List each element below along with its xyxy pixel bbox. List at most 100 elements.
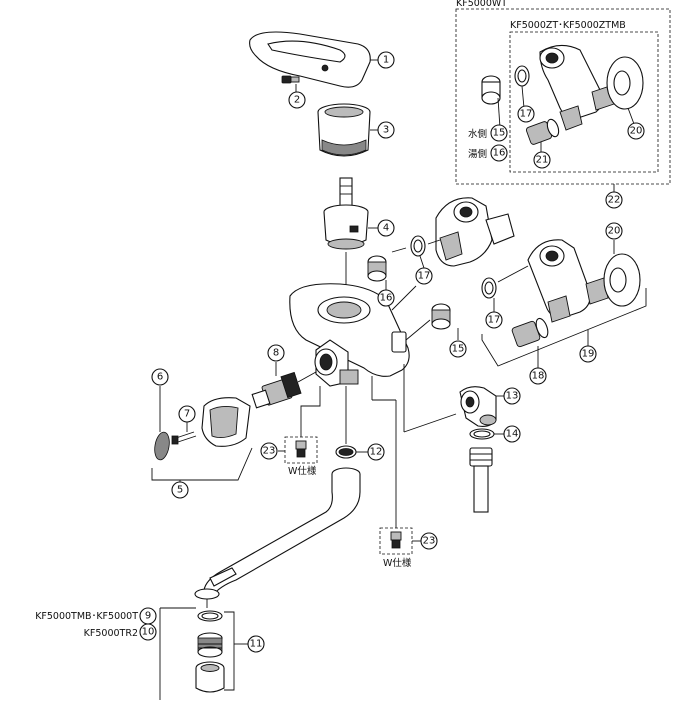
lower-eccentric-pipe bbox=[527, 239, 609, 323]
svg-text:14: 14 bbox=[506, 429, 519, 440]
elbow-fitting bbox=[459, 386, 497, 427]
hose bbox=[469, 447, 493, 513]
callout-c15: 15 bbox=[449, 340, 467, 358]
svg-text:17: 17 bbox=[488, 315, 501, 326]
w-spec-right: W仕様 bbox=[379, 527, 413, 569]
aerator-packing bbox=[197, 610, 223, 622]
callout-c13: 13 bbox=[503, 387, 521, 405]
kit-inner-label: KF5000ZT･KF5000ZTMB bbox=[510, 20, 626, 31]
kit-adapter-part bbox=[481, 75, 501, 105]
diverter-cartridge bbox=[251, 371, 302, 409]
water-side-label: 水側 bbox=[468, 128, 487, 140]
elbow-packing bbox=[469, 428, 495, 440]
callout-c5: 5 bbox=[171, 481, 189, 499]
svg-text:3: 3 bbox=[383, 125, 389, 136]
svg-text:21: 21 bbox=[536, 155, 549, 166]
callout-r23: 23 bbox=[420, 532, 438, 550]
w-spec-right-label: W仕様 bbox=[383, 557, 412, 569]
kit-packing-ring bbox=[514, 65, 530, 87]
valve-cartridge bbox=[323, 177, 369, 250]
diverter-knob bbox=[201, 397, 251, 447]
svg-text:2: 2 bbox=[294, 95, 300, 106]
callout-c17: 17 bbox=[415, 267, 433, 285]
callout-k15: 水側 15 bbox=[468, 124, 508, 142]
lower-packing-ring bbox=[481, 277, 497, 299]
svg-text:13: 13 bbox=[506, 391, 519, 402]
upper-packing-ring bbox=[410, 235, 426, 257]
kit-flange bbox=[606, 56, 644, 110]
callout-k20: 20 bbox=[627, 122, 645, 140]
svg-text:15: 15 bbox=[493, 128, 506, 139]
svg-text:11: 11 bbox=[250, 639, 263, 650]
svg-text:6: 6 bbox=[157, 372, 163, 383]
kit-outer-label: KF5000WT bbox=[456, 0, 507, 9]
strainer bbox=[511, 317, 549, 348]
lower-flange bbox=[603, 253, 641, 307]
svg-text:16: 16 bbox=[380, 293, 393, 304]
callout-c20: 20 bbox=[605, 222, 623, 240]
knob-cap bbox=[154, 431, 170, 461]
svg-text:15: 15 bbox=[452, 344, 465, 355]
svg-text:1: 1 bbox=[383, 55, 389, 66]
svg-text:17: 17 bbox=[520, 109, 533, 120]
callout-c1: 1 bbox=[377, 51, 395, 69]
lever-handle bbox=[249, 31, 371, 88]
callout-c2: 2 bbox=[288, 91, 306, 109]
svg-text:18: 18 bbox=[532, 371, 545, 382]
callout-c22: 22 bbox=[605, 191, 623, 209]
svg-text:23: 23 bbox=[263, 446, 276, 457]
callout-c4: 4 bbox=[377, 219, 395, 237]
spout bbox=[194, 467, 361, 600]
kit-strainer bbox=[525, 118, 560, 145]
w-spec-left-label: W仕様 bbox=[288, 465, 317, 477]
callout-c18: 18 bbox=[529, 367, 547, 385]
svg-text:20: 20 bbox=[630, 126, 643, 137]
svg-text:10: 10 bbox=[142, 627, 155, 638]
kit-outer-box: KF5000WT bbox=[455, 0, 671, 185]
set-screw bbox=[281, 75, 300, 84]
callout-c17b: 17 bbox=[485, 311, 503, 329]
aerator-mesh bbox=[197, 632, 223, 658]
callout-c8: 8 bbox=[267, 344, 285, 362]
spout-packing bbox=[335, 445, 357, 459]
kit-eccentric-pipe bbox=[539, 44, 615, 131]
callout-c6: 6 bbox=[151, 368, 169, 386]
variant-tr2-label: KF5000TR2 bbox=[84, 628, 138, 639]
callout-c23: 23 bbox=[260, 442, 278, 460]
svg-text:20: 20 bbox=[608, 226, 621, 237]
svg-text:23: 23 bbox=[423, 536, 436, 547]
callout-c7: 7 bbox=[178, 405, 196, 423]
callout-k17: 17 bbox=[517, 105, 535, 123]
callout-c3: 3 bbox=[377, 121, 395, 139]
svg-text:4: 4 bbox=[383, 223, 389, 234]
svg-text:5: 5 bbox=[177, 485, 183, 496]
callout-c12: 12 bbox=[367, 443, 385, 461]
callout-c16: 16 bbox=[377, 289, 395, 307]
svg-text:22: 22 bbox=[608, 195, 621, 206]
callout-c14: 14 bbox=[503, 425, 521, 443]
kit-inner-box: KF5000ZT･KF5000ZTMB bbox=[509, 20, 659, 173]
svg-text:9: 9 bbox=[145, 611, 151, 622]
variant-tmb-label: KF5000TMB･KF5000T bbox=[35, 611, 138, 622]
svg-text:7: 7 bbox=[184, 409, 190, 420]
aerator-cap bbox=[195, 661, 225, 693]
upper-eccentric-pipe bbox=[435, 197, 515, 267]
callout-c10: KF5000TR2 10 bbox=[84, 623, 157, 641]
callout-c19: 19 bbox=[579, 345, 597, 363]
handle-cover bbox=[317, 103, 371, 157]
water-side-adapter bbox=[431, 303, 451, 330]
svg-text:8: 8 bbox=[273, 348, 279, 359]
faucet-body bbox=[289, 283, 410, 387]
svg-text:19: 19 bbox=[582, 349, 595, 360]
svg-text:16: 16 bbox=[493, 148, 506, 159]
callout-c11: 11 bbox=[247, 635, 265, 653]
callout-k16: 湯側 16 bbox=[468, 144, 508, 162]
callout-c9: KF5000TMB･KF5000T 9 bbox=[35, 607, 157, 625]
svg-text:17: 17 bbox=[418, 271, 431, 282]
w-spec-left: W仕様 bbox=[284, 436, 318, 477]
hot-side-label: 湯側 bbox=[468, 148, 487, 160]
callout-k21: 21 bbox=[533, 151, 551, 169]
hot-side-adapter bbox=[367, 255, 387, 282]
svg-text:12: 12 bbox=[370, 447, 383, 458]
